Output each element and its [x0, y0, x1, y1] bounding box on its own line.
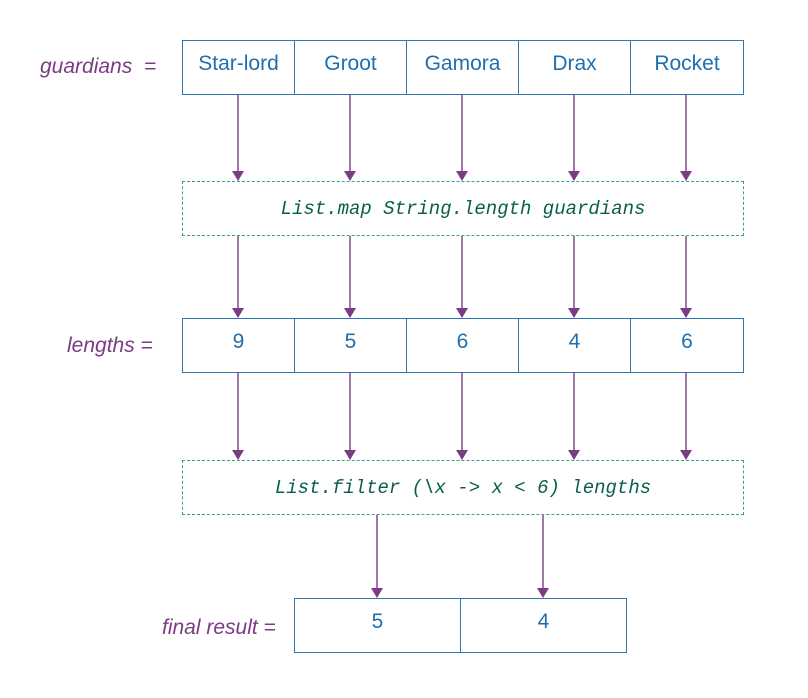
- final-result-list: 5 4: [294, 598, 627, 653]
- final-cell: 4: [537, 610, 550, 633]
- guardian-cell: Gamora: [407, 41, 519, 94]
- map-function-box: List.map String.length guardians: [182, 181, 744, 236]
- guardian-cell: Drax: [519, 41, 631, 94]
- map-function-code: List.map String.length guardians: [280, 197, 646, 220]
- length-cell: 4: [519, 319, 631, 372]
- length-cell: 5: [295, 319, 407, 372]
- length-cell: 6: [681, 330, 693, 353]
- length-cell: 6: [407, 319, 519, 372]
- lengths-list: 9 5 6 4 6: [182, 318, 744, 373]
- final-cell: 5: [295, 599, 461, 652]
- filter-function-code: List.filter (\x -> x < 6) lengths: [274, 476, 652, 499]
- guardians-list: Star-lord Groot Gamora Drax Rocket: [182, 40, 744, 95]
- guardian-cell: Star-lord: [183, 41, 295, 94]
- guardians-label: guardians =: [40, 55, 157, 78]
- length-cell: 9: [183, 319, 295, 372]
- guardian-cell: Rocket: [654, 52, 720, 75]
- filter-function-box: List.filter (\x -> x < 6) lengths: [182, 460, 744, 515]
- lengths-label: lengths =: [67, 334, 153, 357]
- final-result-label: final result =: [162, 616, 276, 639]
- guardian-cell: Groot: [295, 41, 407, 94]
